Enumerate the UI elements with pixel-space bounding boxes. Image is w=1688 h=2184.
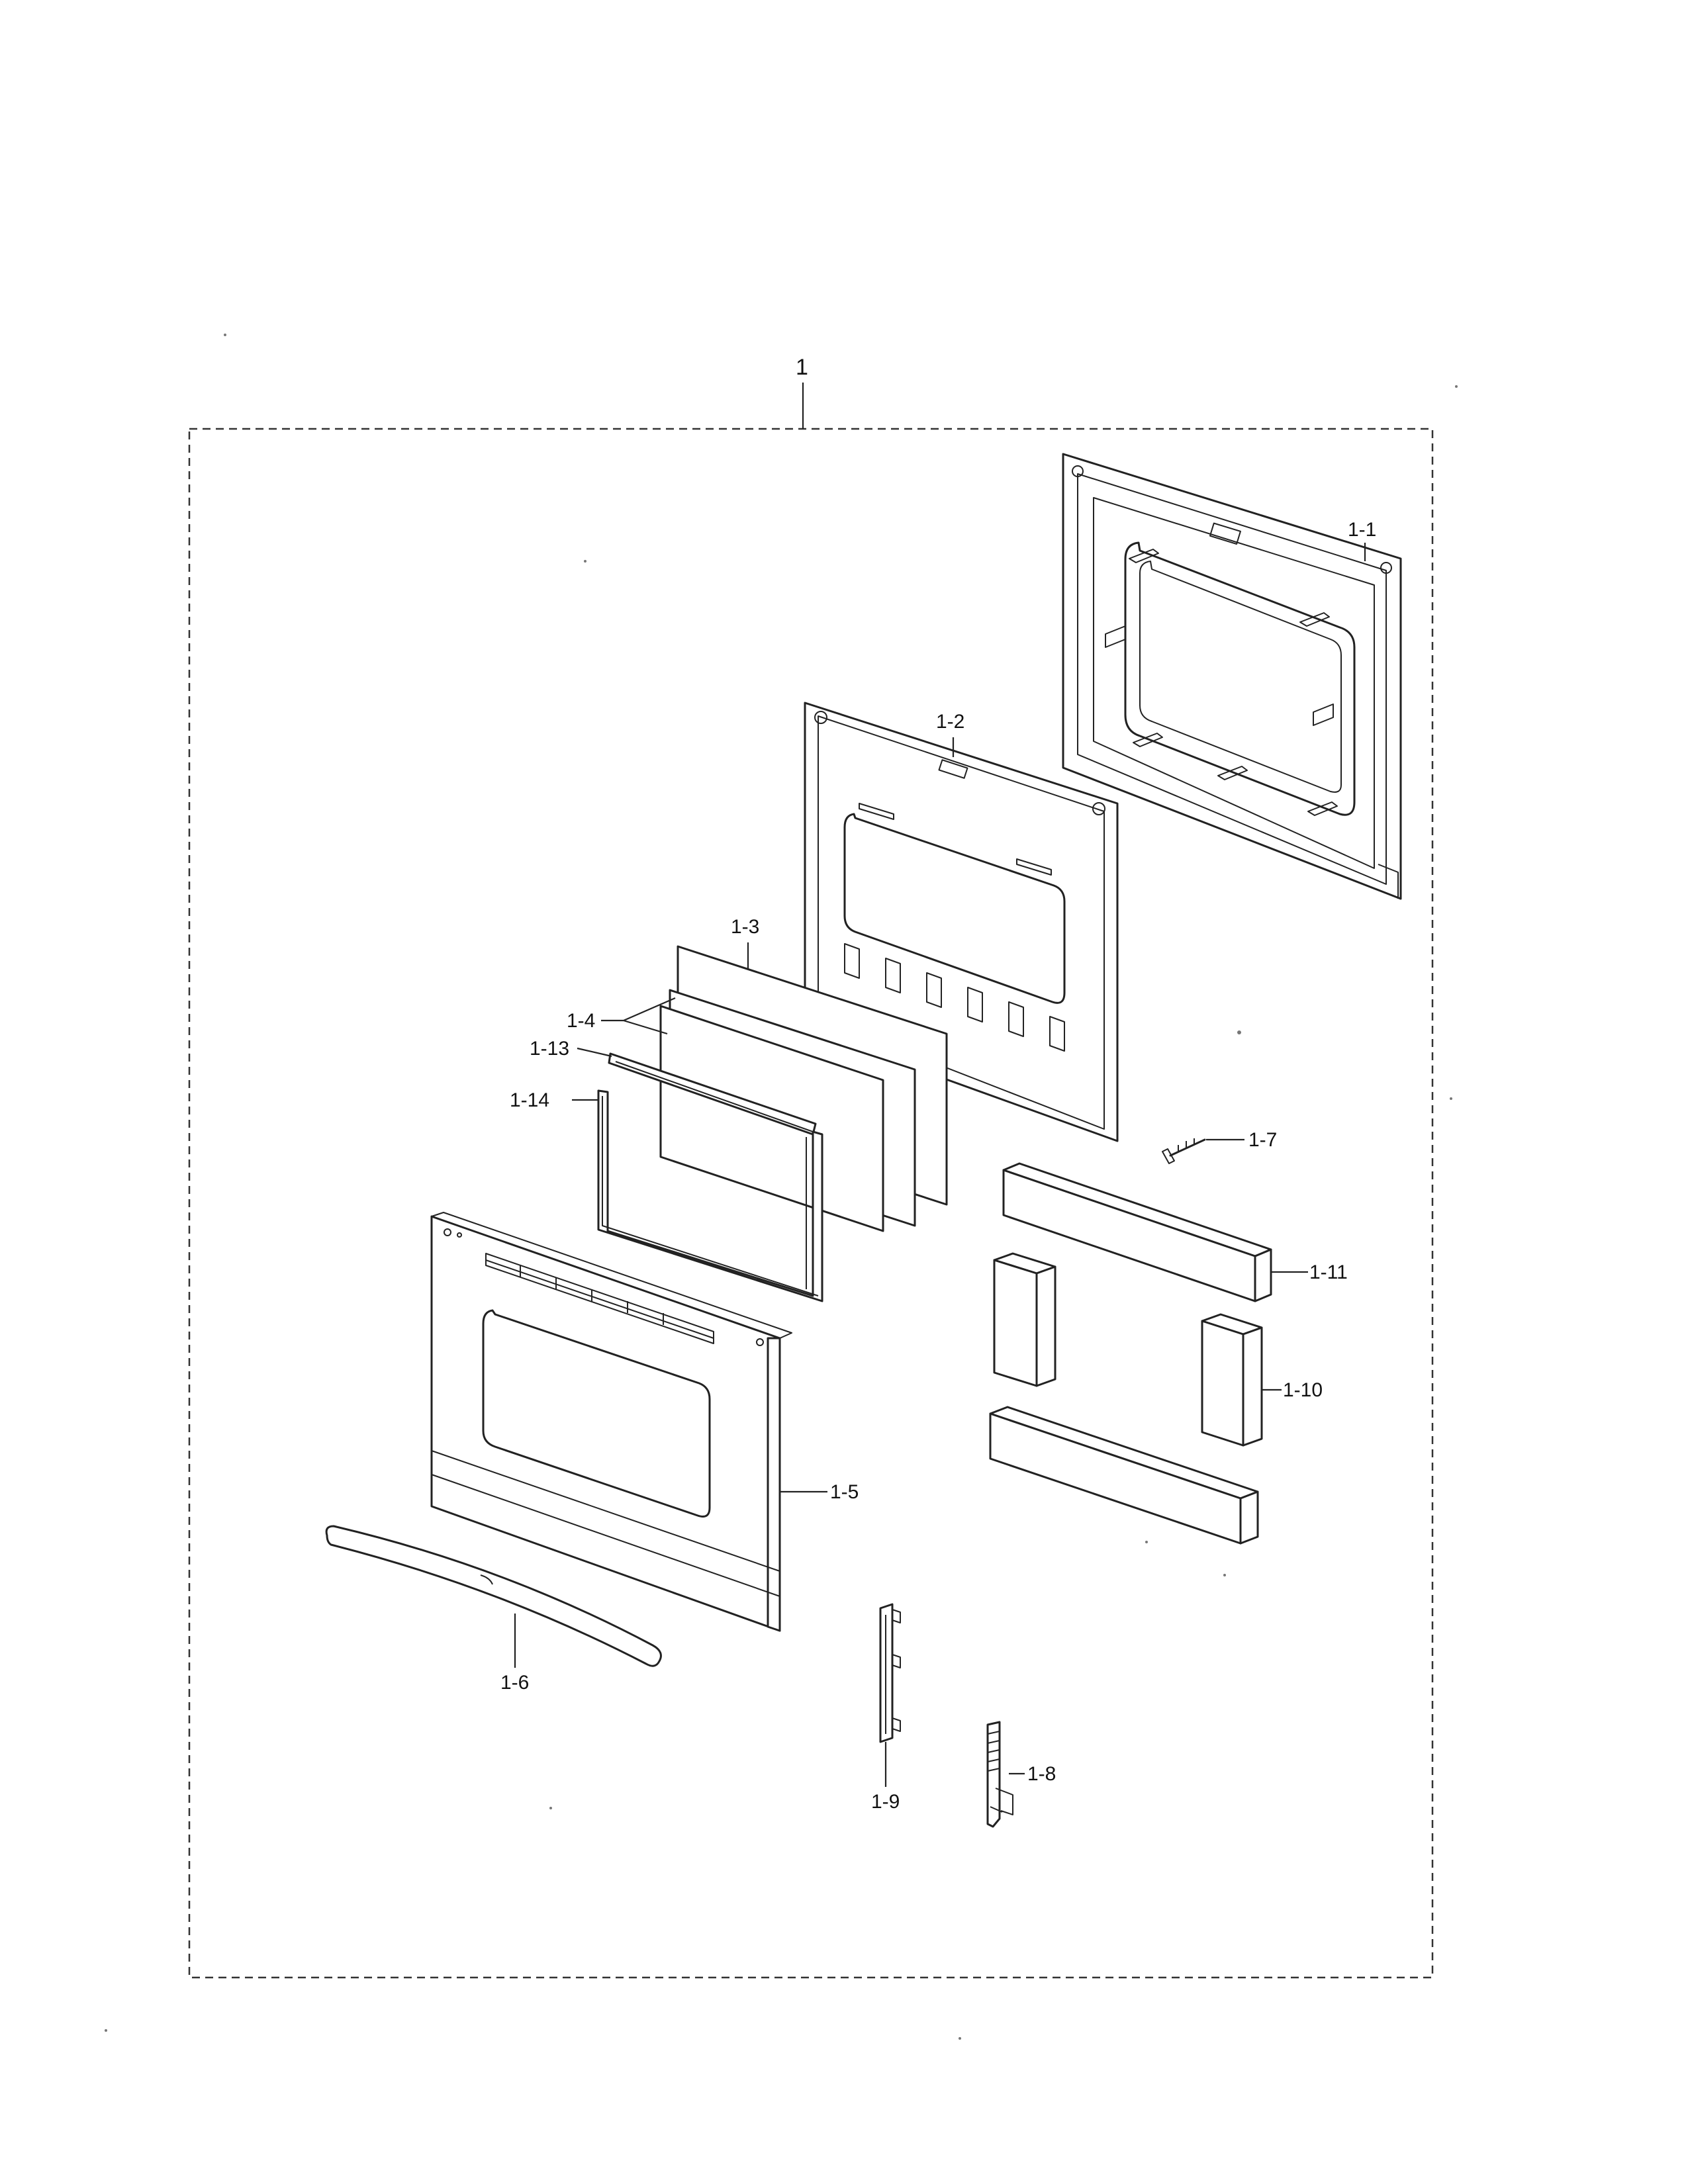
speck xyxy=(1145,1541,1148,1543)
leader-1-13 xyxy=(577,1047,612,1058)
part-1-8-hinge xyxy=(986,1721,1013,1828)
assembly-boundary xyxy=(188,428,1434,1979)
part-1-9-bracket xyxy=(879,1603,901,1743)
part-label-1-13: 1-13 xyxy=(530,1038,570,1060)
part-label-1-3: 1-3 xyxy=(731,916,760,938)
leader-1-4-b xyxy=(623,1019,668,1035)
leader-1-4-a xyxy=(623,997,676,1022)
speck xyxy=(959,2037,961,2040)
part-label-1-14: 1-14 xyxy=(510,1089,550,1111)
part-1-5-outer-door xyxy=(430,1212,792,1632)
part-label-1-10: 1-10 xyxy=(1283,1379,1323,1401)
speck xyxy=(1450,1097,1452,1100)
part-1-11-insulation xyxy=(1002,1162,1272,1302)
part-label-1-7: 1-7 xyxy=(1248,1129,1278,1151)
part-1-6-handle xyxy=(325,1525,662,1667)
speck xyxy=(549,1807,552,1809)
speck xyxy=(584,560,586,563)
part-1-7-screw xyxy=(1162,1138,1206,1164)
speck xyxy=(1237,1030,1241,1034)
speck xyxy=(1223,1574,1226,1576)
part-1-1-inner-liner xyxy=(1062,453,1402,900)
part-label-1-5: 1-5 xyxy=(830,1481,859,1503)
part-label-1-2: 1-2 xyxy=(936,711,965,733)
part-label-1-6: 1-6 xyxy=(500,1672,530,1694)
part-1-10-insulation-blocks xyxy=(989,1252,1263,1545)
part-label-1-11: 1-11 xyxy=(1309,1261,1348,1283)
assembly-label: 1 xyxy=(796,355,808,380)
part-label-1-1: 1-1 xyxy=(1348,519,1377,541)
part-label-1-9: 1-9 xyxy=(871,1791,900,1813)
part-label-1-4: 1-4 xyxy=(567,1010,596,1032)
speck xyxy=(105,2029,107,2032)
speck xyxy=(224,334,226,336)
speck xyxy=(1455,385,1458,388)
part-label-1-8: 1-8 xyxy=(1027,1763,1056,1785)
part-1-14-frame xyxy=(597,1089,823,1302)
